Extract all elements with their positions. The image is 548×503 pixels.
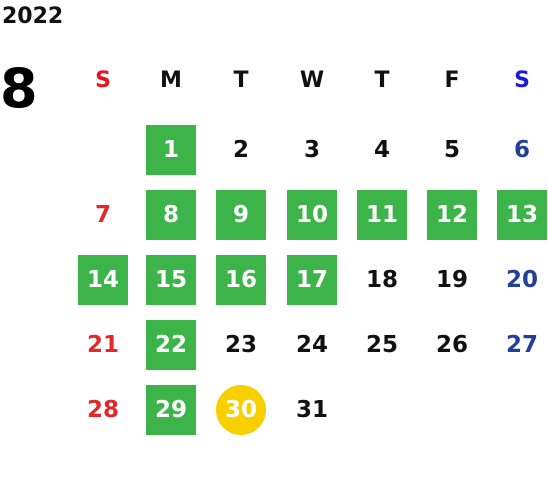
day-cell[interactable]: 21 xyxy=(86,332,119,358)
day-cell[interactable]: 10 xyxy=(287,190,337,240)
weekday-label: T xyxy=(374,68,390,93)
day-cell[interactable]: 7 xyxy=(94,202,111,228)
day-cell[interactable]: 11 xyxy=(357,190,407,240)
day-cell[interactable]: 25 xyxy=(365,332,398,358)
weekday-label: T xyxy=(233,68,249,93)
day-cell[interactable]: 28 xyxy=(86,397,119,423)
day-cell[interactable]: 26 xyxy=(435,332,468,358)
day-cell[interactable]: 15 xyxy=(146,255,196,305)
day-cell[interactable]: 1 xyxy=(146,125,196,175)
weekday-label: F xyxy=(444,68,460,93)
day-cell[interactable]: 4 xyxy=(373,137,390,163)
day-cell[interactable]: 5 xyxy=(443,137,460,163)
day-cell[interactable]: 13 xyxy=(497,190,547,240)
day-cell[interactable]: 23 xyxy=(224,332,257,358)
day-cell[interactable]: 8 xyxy=(146,190,196,240)
weekday-label: W xyxy=(299,68,325,93)
day-cell[interactable]: 31 xyxy=(295,397,328,423)
day-cell[interactable]: 16 xyxy=(216,255,266,305)
day-cell[interactable]: 2 xyxy=(232,137,249,163)
day-cell[interactable]: 14 xyxy=(78,255,128,305)
weekday-label: S xyxy=(95,68,111,93)
day-cell[interactable]: 3 xyxy=(303,137,320,163)
month-label: 8 xyxy=(0,57,38,120)
year-label: 2022 xyxy=(2,4,64,29)
day-cell[interactable]: 22 xyxy=(146,320,196,370)
day-cell[interactable]: 27 xyxy=(505,332,538,358)
day-cell[interactable]: 20 xyxy=(505,267,538,293)
day-cell[interactable]: 19 xyxy=(435,267,468,293)
day-cell[interactable]: 30 xyxy=(216,385,266,435)
day-cell[interactable]: 17 xyxy=(287,255,337,305)
day-cell[interactable]: 29 xyxy=(146,385,196,435)
weekday-label: S xyxy=(514,68,530,93)
day-cell[interactable]: 9 xyxy=(216,190,266,240)
day-cell[interactable]: 18 xyxy=(365,267,398,293)
day-cell[interactable]: 6 xyxy=(513,137,530,163)
day-cell[interactable]: 24 xyxy=(295,332,328,358)
day-cell[interactable]: 12 xyxy=(427,190,477,240)
weekday-label: M xyxy=(160,68,182,93)
